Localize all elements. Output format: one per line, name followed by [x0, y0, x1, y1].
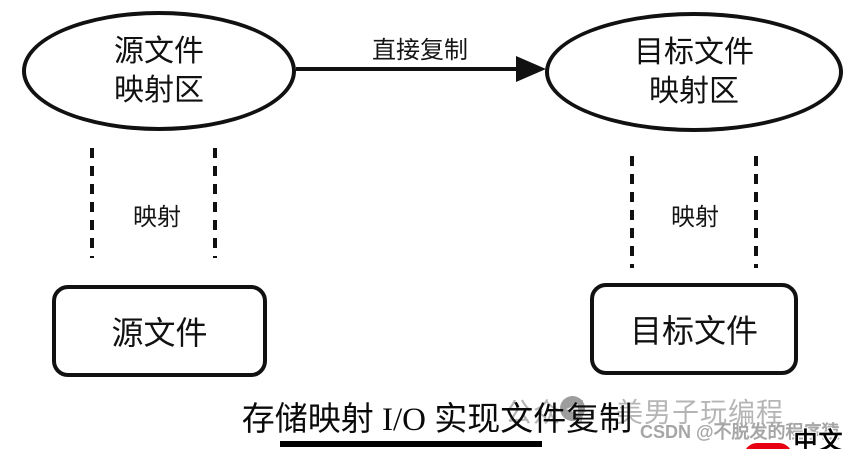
megaphone-icon: [560, 396, 585, 421]
target-mapping-dashed-line-right: [754, 156, 758, 268]
target-mapping-dashed-line-left: [630, 156, 634, 268]
source-mapping-dashed-line-right: [213, 148, 217, 258]
phpcn-logo-text: 中文网: [793, 428, 844, 449]
copy-arrow-head-icon: [516, 56, 546, 82]
target-mapping-area-line1: 目标文件: [634, 36, 754, 69]
wechat-watermark: 公众号 · 美男子玩编程: [505, 398, 784, 428]
target-mapping-label: 映射: [671, 204, 719, 231]
copy-arrow-line: [296, 67, 518, 71]
csdn-watermark: CSDN @不脱发的程序猿: [640, 422, 840, 442]
source-mapping-dashed-line-left: [90, 148, 94, 258]
php-badge-icon: php: [744, 443, 792, 449]
caption-underline: [280, 441, 542, 447]
source-file-label: 源文件: [111, 315, 208, 351]
copy-arrow-label: 直接复制: [372, 37, 468, 64]
source-mapping-area-line2: 映射区: [114, 74, 204, 107]
phpcn-logo: php 中文网: [744, 421, 862, 449]
target-mapping-area-ellipse: 目标文件 映射区: [545, 12, 843, 132]
target-mapping-area-line2: 映射区: [649, 75, 739, 108]
target-file-label: 目标文件: [629, 313, 758, 349]
source-mapping-label: 映射: [133, 204, 181, 231]
source-mapping-area-line1: 源文件: [114, 35, 204, 68]
diagram-caption: 存储映射 I/O 实现文件复制: [241, 402, 633, 438]
target-file-box: 目标文件: [590, 283, 798, 375]
source-file-box: 源文件: [52, 285, 267, 377]
source-mapping-area-ellipse: 源文件 映射区: [22, 11, 296, 131]
